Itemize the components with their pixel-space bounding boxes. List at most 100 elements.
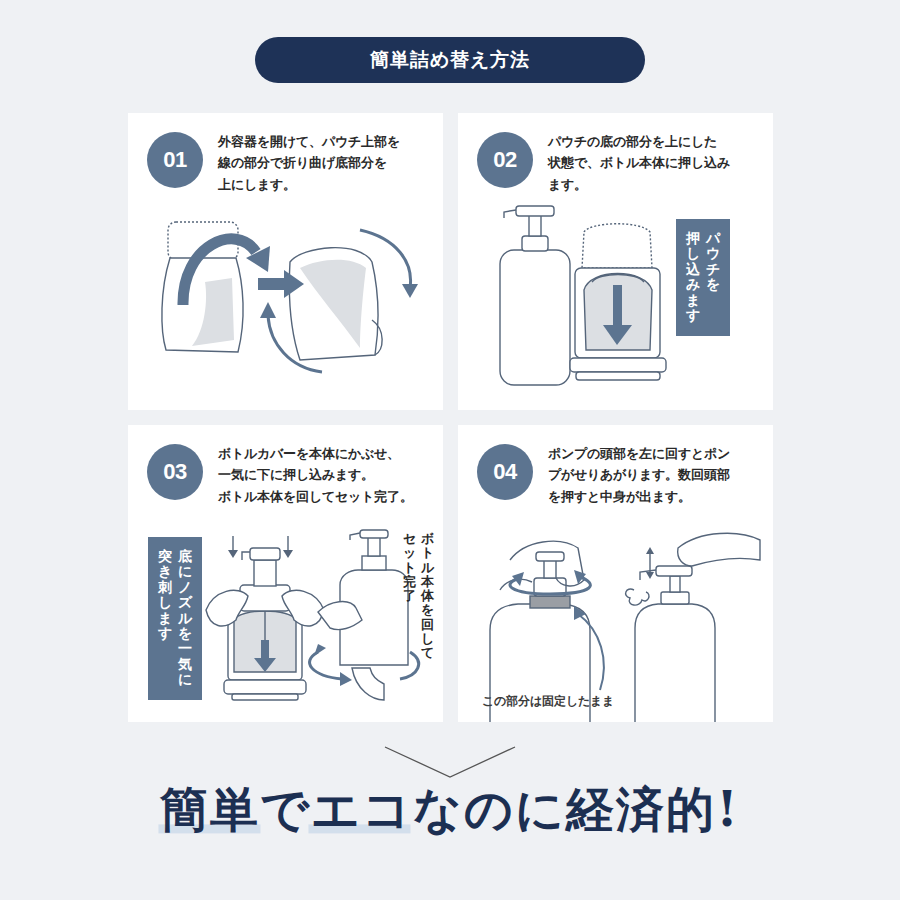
illustration-stroke bbox=[656, 566, 692, 576]
illustration-stroke bbox=[640, 570, 656, 580]
illustration-stroke bbox=[626, 589, 649, 605]
illustration-stroke bbox=[522, 236, 548, 251]
illustration-stroke bbox=[536, 552, 564, 561]
illustration-stroke bbox=[400, 652, 419, 679]
illustration-stroke bbox=[368, 536, 380, 556]
illustration-stroke bbox=[372, 320, 382, 355]
illustration-stroke bbox=[402, 284, 418, 298]
step-number: 01 bbox=[147, 132, 203, 188]
illustration-stroke bbox=[516, 206, 554, 216]
illustration-stroke bbox=[228, 610, 302, 680]
step-text: ポンプの頭部を左に回すとポン プがせりあがります。数回頭部 を押すと中身が出ます… bbox=[548, 443, 766, 507]
illustration-stroke bbox=[228, 550, 238, 558]
step-card: ボトルカバーを本体にかぶせ、 一気に下に押し込みます。 ボトル本体を回してセット… bbox=[128, 425, 443, 722]
illustration-stroke bbox=[318, 602, 362, 630]
illustration-stroke bbox=[300, 260, 366, 348]
illustration-stroke bbox=[646, 547, 654, 554]
illustration-stroke bbox=[360, 530, 388, 538]
illustration-stroke bbox=[570, 358, 666, 372]
vertical-note: ボトル本体を回して bbox=[421, 532, 434, 661]
illustration-stroke bbox=[582, 224, 652, 268]
illustration-stroke bbox=[646, 572, 654, 579]
callout-box: 底にノズルを一気に突き刺します bbox=[148, 537, 202, 700]
illustration-stroke bbox=[289, 248, 378, 360]
illustration-stroke bbox=[510, 541, 584, 586]
illustration-stroke bbox=[530, 596, 570, 608]
callout-text: パウチを bbox=[706, 231, 720, 293]
illustration-stroke bbox=[504, 210, 516, 218]
illustration-stroke bbox=[575, 268, 660, 358]
illustration-stroke bbox=[529, 214, 541, 236]
step-number: 04 bbox=[477, 444, 533, 500]
callout-text: 押し込みます bbox=[686, 231, 700, 323]
illustration-stroke bbox=[162, 258, 243, 352]
illustration-stroke bbox=[678, 533, 760, 566]
illustration-stroke bbox=[592, 275, 644, 283]
step-card: 外容器を開けて、パウチ上部を 線の部分で折り曲げ底部分を 上にします。01 bbox=[128, 113, 443, 410]
illustration-stroke bbox=[128, 113, 443, 410]
illustration-stroke bbox=[254, 658, 276, 672]
callout-text: 突き刺します bbox=[158, 549, 172, 641]
chevron bbox=[385, 747, 515, 777]
step-text: パウチの底の部分を上にした 状態で、ボトル本体に押し込み ます。 bbox=[548, 131, 766, 195]
step-card: ポンプの頭部を左に回すとポン プがせりあがります。数回頭部 を押すと中身が出ます… bbox=[458, 425, 773, 722]
illustration-stroke bbox=[649, 552, 650, 574]
slogan: 簡単でエコなのに経済的! bbox=[0, 778, 900, 840]
illustration-stroke bbox=[224, 680, 306, 694]
illustration-stroke bbox=[183, 239, 256, 305]
step-number: 02 bbox=[477, 132, 533, 188]
illustration-stroke bbox=[192, 278, 234, 346]
note: この部分は固定したまま bbox=[482, 694, 614, 710]
illustration-stroke bbox=[283, 550, 293, 558]
illustration-stroke bbox=[340, 672, 352, 686]
illustration-stroke bbox=[613, 285, 622, 327]
illustration-stroke bbox=[232, 536, 233, 552]
illustration-stroke bbox=[670, 576, 680, 592]
illustration-stroke bbox=[603, 325, 632, 345]
illustration-stroke bbox=[268, 316, 322, 372]
illustration-stroke bbox=[314, 644, 326, 656]
illustration-stroke bbox=[260, 302, 276, 318]
illustration-stroke bbox=[264, 611, 265, 640]
illustration-stroke bbox=[584, 274, 652, 351]
illustration-stroke bbox=[258, 278, 286, 290]
bottle-insert-figure bbox=[500, 206, 666, 385]
illustration-stroke bbox=[458, 113, 773, 410]
illustration-stroke bbox=[576, 372, 660, 380]
step-text: ボトルカバーを本体にかぶせ、 一気に下に押し込みます。 ボトル本体を回してセット… bbox=[218, 443, 436, 507]
fold-arrows bbox=[183, 230, 418, 372]
callout-number: 04 bbox=[493, 459, 516, 485]
title-text: 簡単詰め替え方法 bbox=[370, 47, 530, 73]
illustration-stroke bbox=[284, 270, 304, 298]
illustration-stroke bbox=[360, 230, 411, 288]
illustration-stroke bbox=[310, 652, 342, 679]
illustration-stroke bbox=[128, 425, 443, 722]
callout-number: 03 bbox=[163, 459, 186, 485]
illustration-stroke bbox=[232, 694, 298, 700]
callout-number: 01 bbox=[163, 147, 186, 173]
pump-figure bbox=[490, 533, 760, 722]
illustration-stroke bbox=[458, 425, 773, 722]
illustration-stroke bbox=[635, 604, 715, 722]
illustration-stroke bbox=[246, 246, 270, 272]
illustration-stroke bbox=[250, 548, 280, 560]
slogan-text: 簡単でエコなのに経済的! bbox=[160, 778, 739, 840]
illustration-stroke bbox=[574, 570, 586, 584]
callout-text: 底にノズルを一気に bbox=[178, 549, 192, 688]
illustration-stroke bbox=[578, 614, 604, 690]
illustration-stroke bbox=[206, 590, 248, 626]
illustration-stroke bbox=[234, 611, 296, 672]
step-number: 03 bbox=[147, 444, 203, 500]
title-pill: 簡単詰め替え方法 bbox=[255, 37, 645, 83]
pump-arrows bbox=[510, 547, 654, 690]
vertical-note: セット完了 bbox=[403, 532, 416, 603]
illustration-stroke bbox=[352, 668, 384, 700]
press-arrows bbox=[228, 536, 419, 686]
illustration-stroke bbox=[287, 536, 288, 552]
illustration-stroke bbox=[512, 572, 524, 586]
illustration-stroke bbox=[574, 606, 586, 620]
illustration-stroke bbox=[350, 533, 360, 540]
illustration-stroke bbox=[254, 560, 276, 586]
